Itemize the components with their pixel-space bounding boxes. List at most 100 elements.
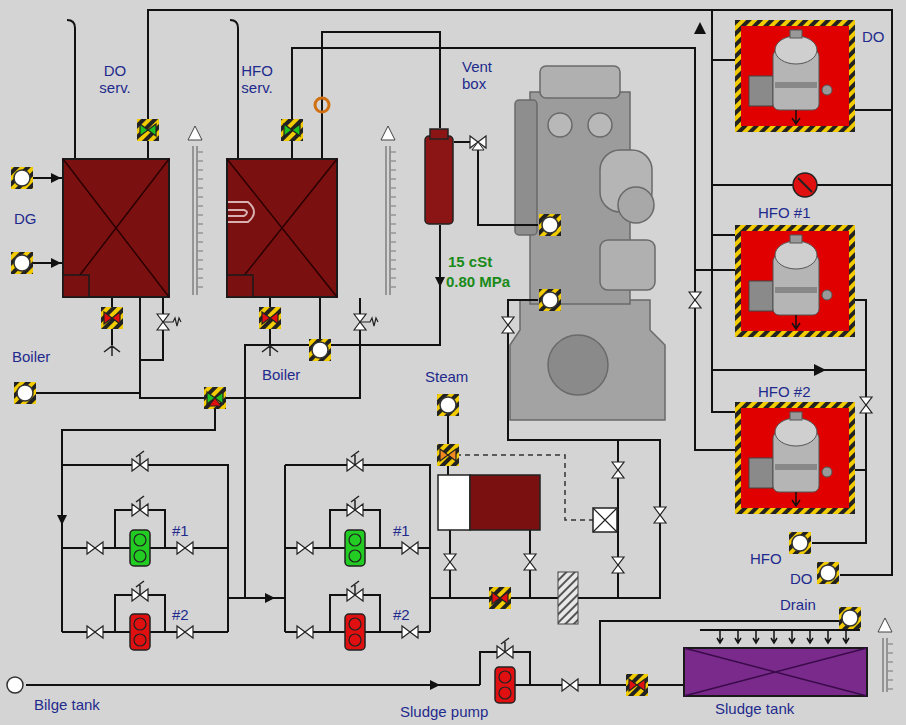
separator-motor: [749, 76, 773, 106]
tank-body: [63, 159, 169, 297]
separator-frame: [738, 405, 852, 511]
engine-illustration: [510, 66, 665, 420]
separator-frame: [738, 228, 852, 334]
valve-symbol: [87, 542, 103, 554]
pipe-label: 0.80 MPa: [446, 273, 510, 290]
check-valve: [694, 22, 706, 34]
valve-symbol: [402, 542, 418, 554]
valve-symbol: [177, 626, 193, 638]
gauge-tick: [198, 242, 203, 243]
gauge-tick: [391, 215, 396, 216]
heating-arrow: [735, 630, 741, 643]
check-valve: [814, 364, 826, 376]
tank-node: Sludge tank: [683, 647, 868, 697]
drain-symbol: [104, 346, 278, 356]
valve-symbol: [177, 542, 193, 554]
valve-symbol: [297, 542, 313, 554]
relief-spring: [136, 451, 144, 465]
separator-node: HFO #2: [735, 402, 855, 514]
hatched-frame: [137, 119, 159, 141]
node-outline: [735, 20, 855, 132]
node-heading: DO serv.: [90, 62, 140, 96]
gauge-tick: [888, 689, 893, 690]
indicator-circle: [312, 342, 328, 358]
level-indicator: [188, 126, 202, 140]
separator-knob: [822, 467, 832, 477]
relief-spring: [136, 496, 144, 510]
separator-knob: [822, 85, 832, 95]
heating-arrow: [717, 630, 723, 643]
gauge-scale: [883, 638, 887, 692]
pipe-label: DO: [790, 570, 813, 587]
hatched-frame: [489, 587, 511, 609]
separator-node: DO: [735, 20, 855, 132]
gauge-tick: [198, 215, 203, 216]
pump-symbol: [345, 530, 365, 566]
gauge-tick: [198, 233, 203, 234]
gauge-tick: [391, 242, 396, 243]
valve-symbol: [284, 124, 300, 136]
tank-sump: [227, 275, 253, 297]
engine-crankcase: [510, 300, 665, 420]
flow-arrow: [265, 593, 275, 603]
pump-symbol: [345, 614, 365, 650]
separator-inlet: [790, 235, 802, 243]
gauge-tick: [391, 278, 396, 279]
gauge-tick: [391, 152, 396, 153]
heating-coil: [228, 202, 254, 222]
gauge-tick: [198, 197, 203, 198]
hatched-frame: [101, 307, 123, 329]
valve-symbol: [87, 626, 103, 638]
gauge-tick: [888, 680, 893, 681]
spring-symbol: [360, 318, 378, 326]
level-indicator: [381, 126, 395, 140]
symbol-part: [349, 550, 361, 562]
indicator-circle: [542, 292, 558, 308]
gauge-tick: [198, 152, 203, 153]
separator-band: [775, 464, 817, 470]
engine-top: [540, 66, 620, 98]
node-heading: HFO #2: [758, 383, 838, 400]
symbol-part: [134, 618, 146, 630]
pipe-label: Boiler: [262, 366, 300, 383]
symbol-part: [798, 178, 812, 192]
gauge-tick: [391, 287, 396, 288]
symbol-part: [499, 671, 511, 683]
valve-symbol: [612, 557, 624, 573]
cylinder-head: [588, 113, 612, 137]
tank-node: HFO serv.: [226, 158, 338, 298]
node-outline: [683, 647, 868, 697]
gauge-scale: [386, 146, 390, 295]
symbol-part: [499, 687, 511, 699]
node-heading: HFO serv.: [232, 62, 282, 96]
pipe-label: HFO: [750, 550, 782, 567]
valve-symbol: [140, 124, 156, 136]
valve-symbol: [262, 312, 278, 324]
relief-spring: [351, 451, 359, 465]
gauge-tick: [198, 206, 203, 207]
gauge-tick: [391, 188, 396, 189]
heating-arrow: [753, 630, 759, 643]
gauge-tick: [888, 653, 893, 654]
viscometer: [593, 508, 617, 532]
pipe-label: Bilge tank: [34, 696, 100, 713]
pipe-connector: [292, 48, 735, 270]
heating-arrow: [807, 630, 813, 643]
heating-arrow: [843, 630, 849, 643]
heating-arrow: [771, 630, 777, 643]
node-outline: [735, 225, 855, 337]
tank-node: DO serv.: [62, 158, 170, 298]
flow-meter: [315, 98, 329, 112]
indicator-circle: [792, 535, 808, 551]
separator-inlet: [790, 30, 802, 38]
symbol-part: [349, 634, 361, 646]
pipe-lines: [22, 10, 892, 685]
gauge-tick: [198, 287, 203, 288]
gauge-tick: [198, 251, 203, 252]
valve-symbol: [860, 397, 872, 413]
node-heading: HFO #1: [758, 204, 838, 221]
heating-arrow: [789, 630, 795, 643]
hatched-frame: [539, 289, 561, 311]
gauge-tick: [888, 671, 893, 672]
